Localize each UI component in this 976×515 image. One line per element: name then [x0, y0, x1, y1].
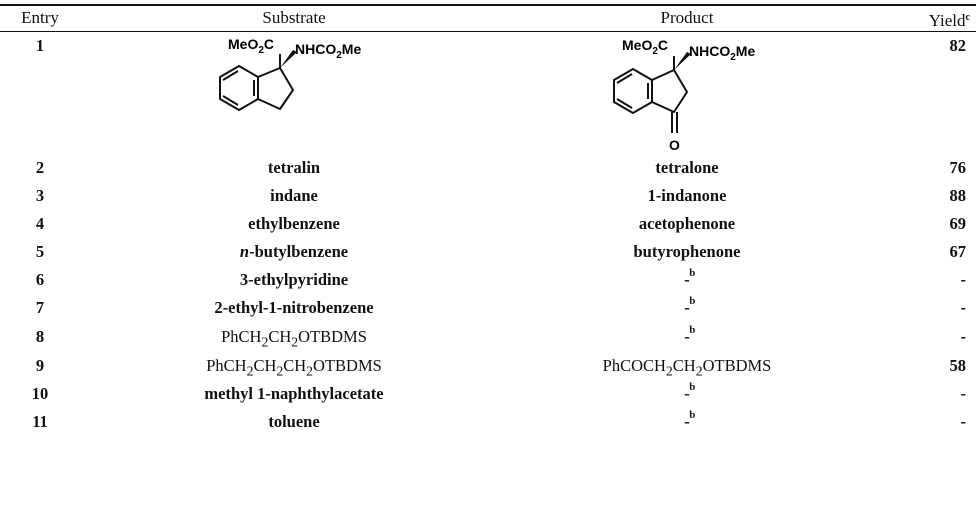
product-6: -b [684, 267, 696, 289]
product-5: butyrophenone [633, 242, 741, 261]
product-4: acetophenone [638, 214, 736, 233]
product-2: tetralone [655, 158, 719, 177]
substrate-ester-label: MeO2C [228, 36, 274, 56]
product-11: -b [684, 409, 696, 431]
product-carbamate-label: NHCO2Me [689, 43, 755, 63]
product-7: -b [684, 295, 696, 317]
header-yield-label: Yield [928, 11, 966, 30]
substrate-3: indane [270, 186, 318, 205]
yield-3: 88 [949, 186, 967, 205]
substrate-5-prefix: n [239, 242, 250, 261]
substrate-4: ethylbenzene [248, 214, 340, 233]
yield-11: - [960, 412, 967, 431]
substrate-11: toluene [268, 412, 320, 431]
substrate-9: PhCH2CH2CH2OTBDMS [206, 356, 382, 379]
top-rule [0, 4, 976, 6]
yield-7: - [960, 298, 967, 317]
entry-1: 1 [35, 36, 45, 55]
product-8: -b [684, 324, 696, 346]
yield-5: 67 [949, 242, 967, 261]
substrate-6: 3-ethylpyridine [239, 270, 349, 289]
header-yield: Yieldc [890, 8, 970, 31]
yield-8: - [960, 327, 967, 346]
entry-7: 7 [35, 298, 45, 317]
substrate-5-name: -butylbenzene [249, 242, 349, 261]
yield-2: 76 [949, 158, 967, 177]
header-yield-footnote: c [965, 12, 970, 23]
yield-9: 58 [949, 356, 967, 375]
entry-8: 8 [35, 327, 45, 346]
yield-1: 82 [949, 36, 967, 55]
header-rule [0, 31, 976, 32]
entry-2: 2 [35, 158, 45, 177]
header-product: Product [660, 8, 714, 27]
substrate-carbamate-label: NHCO2Me [295, 41, 361, 61]
entry-6: 6 [35, 270, 45, 289]
entry-4: 4 [35, 214, 45, 233]
yield-4: 69 [949, 214, 967, 233]
substrate-structure-entry-1: MeO2C NHCO2Me [219, 36, 361, 111]
header-substrate: Substrate [262, 8, 326, 27]
product-9: PhCOCH2CH2OTBDMS [602, 356, 772, 379]
product-10: -b [684, 381, 696, 403]
entry-5: 5 [35, 242, 45, 261]
substrate-7: 2-ethyl-1-nitrobenzene [214, 298, 374, 317]
substrate-10: methyl 1-naphthylacetate [204, 384, 384, 403]
yield-6: - [960, 270, 967, 289]
substrate-2: tetralin [267, 158, 321, 177]
product-structure-entry-1: MeO2C NHCO2Me O [613, 37, 755, 153]
product-ketone-oxygen: O [669, 137, 680, 153]
entry-10: 10 [31, 384, 49, 403]
entry-11: 11 [32, 412, 48, 431]
substrate-5: n-butylbenzene [114, 242, 474, 262]
header-entry: Entry [21, 8, 59, 27]
entry-3: 3 [35, 186, 45, 205]
product-3: 1-indanone [647, 186, 727, 205]
substrate-8: PhCH2CH2OTBDMS [221, 327, 367, 350]
entry-9: 9 [35, 356, 45, 375]
yield-10: - [960, 384, 967, 403]
product-ester-label: MeO2C [622, 37, 668, 57]
